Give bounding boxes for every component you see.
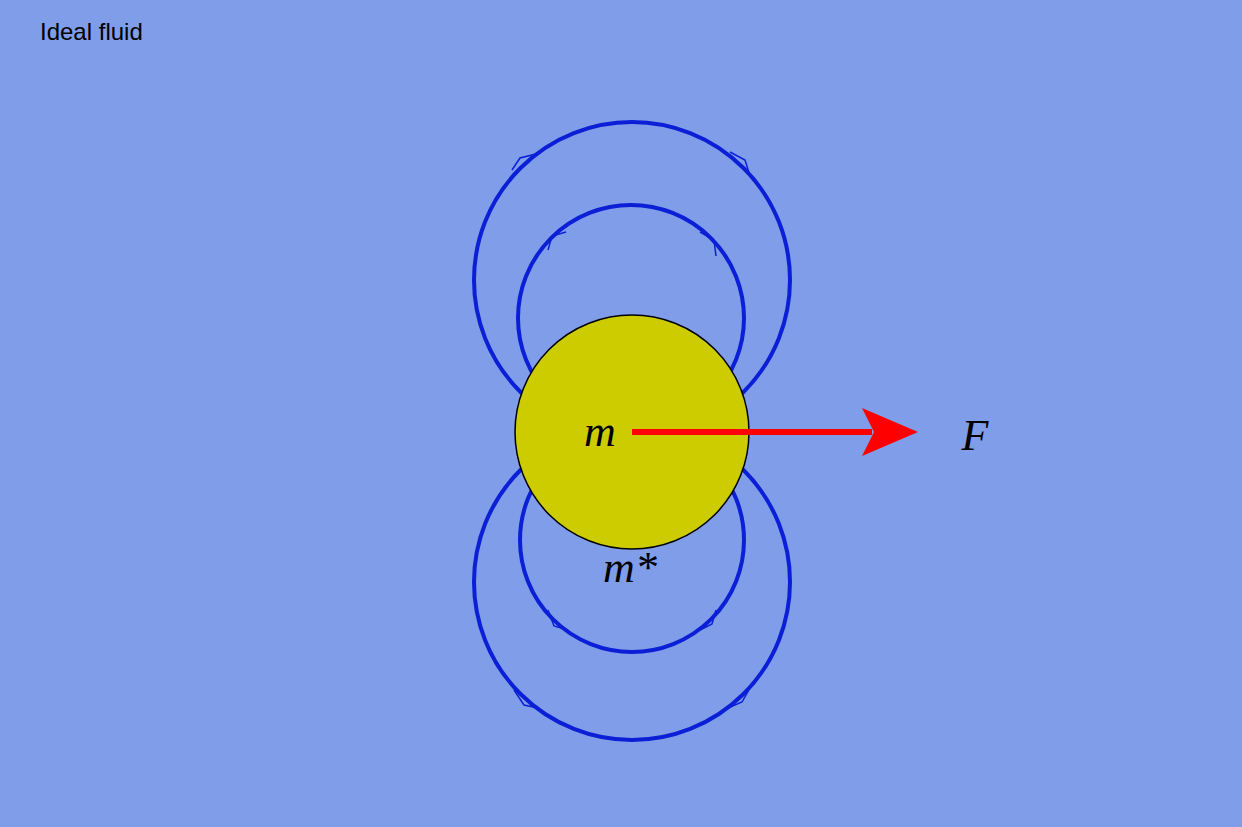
added-mass-label: m* bbox=[603, 546, 657, 590]
force-label: F bbox=[962, 414, 989, 458]
mass-symbol: m bbox=[584, 410, 616, 454]
sphere-outline bbox=[514, 314, 750, 550]
sphere-body: m bbox=[514, 314, 750, 550]
diagram-title: Ideal fluid bbox=[40, 18, 143, 46]
